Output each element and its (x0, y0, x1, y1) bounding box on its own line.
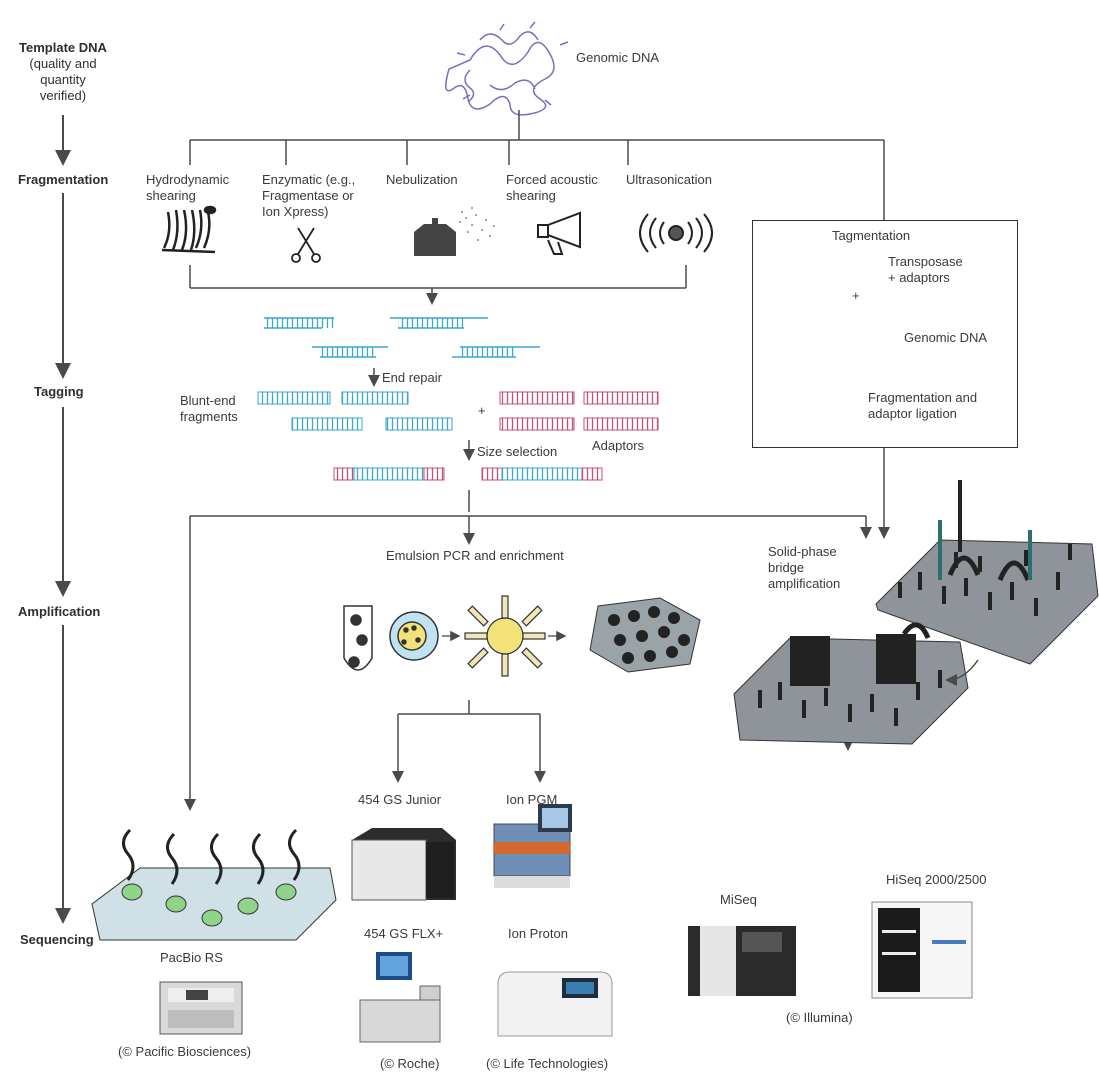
frag-ligation-line: adaptor ligation (868, 406, 957, 421)
emulsion-pcr-label: Emulsion PCR and enrichment (386, 548, 564, 563)
emulsion-droplet-icon (389, 611, 439, 661)
gs-junior-device (351, 828, 456, 901)
method-enzymatic-line: Enzymatic (e.g., (262, 172, 356, 187)
bridge-amplification-line: bridge (768, 560, 805, 575)
method-hydrodynamic: Hydrodynamic shearing (146, 172, 229, 204)
method-hydrodynamic-line: Hydrodynamic (146, 172, 230, 187)
end-repair-label: End repair (382, 370, 442, 385)
stage-template-dna-title: Template DNA (19, 40, 107, 55)
pacbio-label: PacBio RS (160, 950, 223, 965)
genomic-dna-label: Genomic DNA (576, 50, 660, 65)
gs-flx-device (359, 952, 441, 1043)
amplification-connectors (184, 448, 890, 811)
smrt-cell-icon (91, 828, 337, 941)
tagmentation-plus: + (852, 288, 860, 303)
stage-sequencing: Sequencing (20, 932, 94, 947)
ion-proton-label: Ion Proton (508, 926, 568, 941)
tagmentation-box (752, 220, 1018, 448)
miseq-label: MiSeq (720, 892, 757, 907)
blunt-end-label-line: Blunt-end (180, 393, 236, 408)
method-enzymatic: Enzymatic (e.g., Fragmentase or Ion Xpre… (262, 172, 355, 220)
ion-pgm-device (493, 804, 572, 888)
transposase-label-line: Transposase (888, 254, 963, 269)
genomic-dna-blob (445, 21, 569, 116)
tagging-plus: + (478, 403, 486, 418)
bead-icon (464, 595, 546, 677)
flow-cell-bottom-icon (733, 622, 979, 745)
stage-template-dna: Template DNA (quality and quantity verif… (8, 40, 118, 104)
credit-life: (© Life Technologies) (486, 1056, 609, 1071)
ultrasonication-icon (639, 213, 713, 253)
credit-illumina: (© Illumina) (786, 1010, 853, 1025)
bridge-amplification-line: amplification (768, 576, 841, 591)
stage-template-dna-note: verified) (39, 88, 87, 103)
transposase-label-line: + adaptors (888, 270, 950, 285)
ion-proton-device (497, 971, 613, 1037)
adaptor-molecules (499, 391, 659, 431)
transposase-label: Transposase + adaptors (888, 254, 963, 286)
method-hydrodynamic-line: shearing (146, 188, 196, 203)
credit-roche: (© Roche) (380, 1056, 440, 1071)
nebulizer-icon (414, 207, 495, 256)
frag-ligation-label: Fragmentation and adaptor ligation (868, 390, 977, 422)
fragmentation-connectors (189, 110, 885, 305)
frag-ligation-line: Fragmentation and (868, 390, 978, 405)
stage-amplification: Amplification (18, 604, 101, 619)
blunt-end-label: Blunt-end fragments (180, 393, 238, 425)
blunt-end-fragments (257, 391, 453, 431)
megaphone-icon (537, 211, 581, 255)
scissors-icon (291, 227, 321, 263)
hiseq-label: HiSeq 2000/2500 (886, 872, 987, 887)
hydrodynamic-shearing-icon (161, 205, 217, 254)
tagmentation-genomic-dna-label: Genomic DNA (904, 330, 988, 345)
method-acoustic-line: Forced acoustic (506, 172, 598, 187)
flow-cell-top-icon (875, 480, 1099, 665)
ion-pgm-label: Ion PGM (506, 792, 558, 807)
picotiter-plate-icon (589, 597, 701, 673)
size-selection-label: Size selection (477, 444, 558, 459)
emulsion-tube-icon (343, 605, 373, 671)
miseq-device (688, 926, 796, 996)
stage-template-dna-note: quantity (40, 72, 86, 87)
method-acoustic: Forced acoustic shearing (506, 172, 598, 204)
method-acoustic-line: shearing (506, 188, 556, 203)
method-enzymatic-line: Fragmentase or (262, 188, 354, 203)
bridge-amplification-line: Solid-phase (768, 544, 837, 559)
adaptors-label: Adaptors (592, 438, 645, 453)
pacbio-rs-device (159, 981, 243, 1035)
method-nebulization: Nebulization (386, 172, 458, 187)
credit-pacific: (© Pacific Biosciences) (118, 1044, 252, 1059)
blunt-end-label-line: fragments (180, 409, 238, 424)
hiseq-device (871, 901, 973, 999)
bridge-amplification-label: Solid-phase bridge amplification (768, 544, 840, 592)
method-enzymatic-line: Ion Xpress) (262, 204, 329, 219)
dna-fragments (264, 317, 540, 358)
tagging-arrows (368, 368, 475, 461)
gs-junior-label: 454 GS Junior (358, 792, 442, 807)
method-ultrasonication: Ultrasonication (626, 172, 712, 187)
stage-tagging: Tagging (34, 384, 84, 399)
stage-template-dna-note: (quality and (29, 56, 97, 71)
tagmentation-title: Tagmentation (832, 228, 911, 243)
stage-fragmentation: Fragmentation (18, 172, 109, 187)
adapted-fragments (333, 467, 603, 481)
gs-flx-label: 454 GS FLX+ (364, 926, 444, 941)
